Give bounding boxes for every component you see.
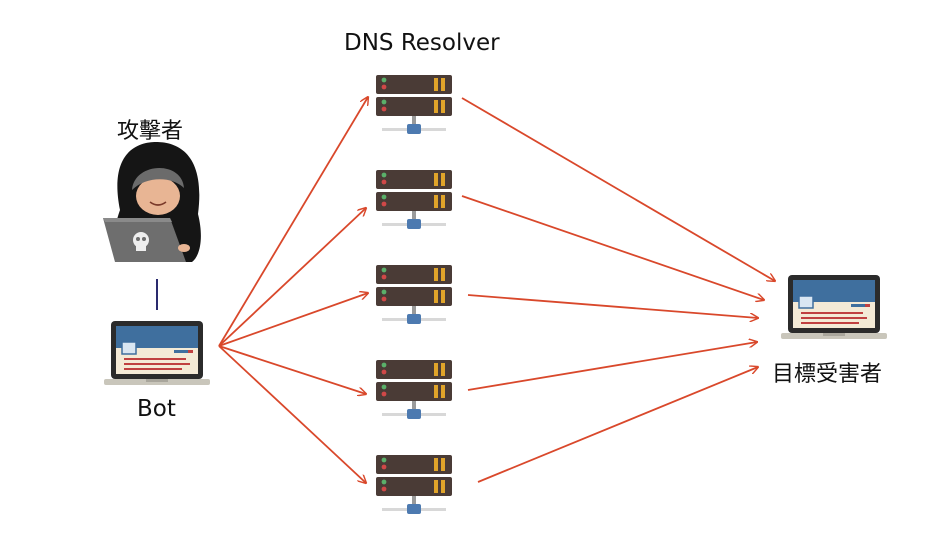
server-icon bbox=[376, 360, 452, 419]
resolver-label: DNS Resolver bbox=[344, 30, 500, 56]
arrow-resolver-4-victim bbox=[467, 342, 757, 391]
server-icon bbox=[376, 265, 452, 324]
bot-laptop-icon bbox=[103, 320, 211, 386]
resolver-stack bbox=[376, 75, 452, 514]
arrow-bot-resolver-5 bbox=[218, 345, 366, 483]
server-icon bbox=[376, 170, 452, 229]
attacker-label: 攻擊者 bbox=[117, 119, 184, 144]
server-icon bbox=[376, 75, 452, 134]
server-icon bbox=[376, 455, 452, 514]
bot-to-resolver-arrows bbox=[218, 97, 368, 483]
bot-label: Bot bbox=[137, 396, 176, 422]
hacker-icon bbox=[103, 142, 201, 262]
arrow-bot-resolver-2 bbox=[218, 208, 366, 347]
arrow-bot-resolver-1 bbox=[218, 97, 368, 347]
victim-laptop-icon bbox=[780, 274, 888, 340]
arrow-resolver-5-victim bbox=[477, 367, 758, 483]
arrow-bot-resolver-3 bbox=[218, 293, 368, 347]
arrow-resolver-2-victim bbox=[461, 195, 764, 300]
arrow-resolver-3-victim bbox=[467, 294, 758, 318]
resolver-to-victim-arrows bbox=[461, 97, 775, 483]
victim-label: 目標受害者 bbox=[772, 362, 883, 387]
arrow-bot-resolver-4 bbox=[218, 345, 366, 394]
arrow-resolver-1-victim bbox=[461, 97, 775, 281]
